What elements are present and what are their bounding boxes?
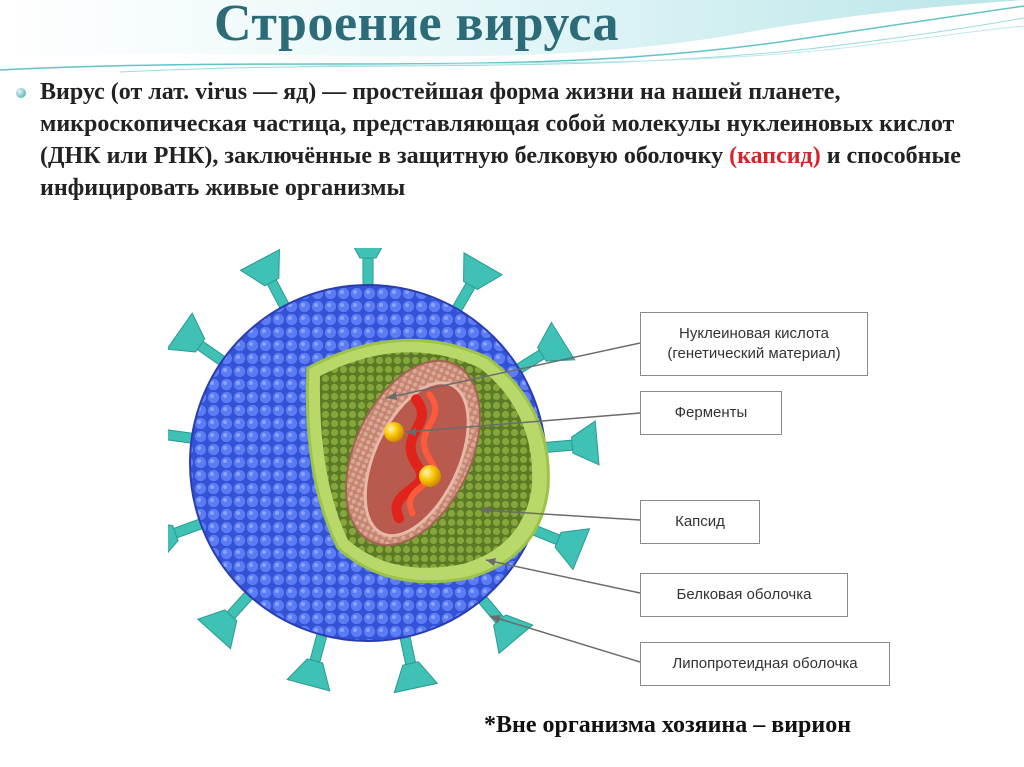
enzyme-ball (419, 465, 441, 487)
virus-illustration (136, 232, 641, 694)
label-nucleic-acid-line2: (генетический материал) (667, 345, 841, 362)
enzyme-ball (384, 422, 404, 442)
intro-highlight-capsid: (капсид) (729, 143, 821, 169)
intro-text-part1: Вирус (от лат. virus — яд) — простейшая … (40, 79, 955, 169)
label-nucleic-acid: Нуклеиновая кислота (генетический материа… (640, 312, 868, 376)
header-waves (0, 0, 1024, 73)
virus-diagram: Нуклеиновая кислота (генетический материа… (136, 232, 898, 708)
label-lipoprotein-envelope: Липопротеидная оболочка (640, 642, 890, 686)
label-capsid: Капсид (640, 500, 760, 544)
intro-paragraph: Вирус (от лат. virus — яд) — простейшая … (40, 76, 1010, 204)
nucleic-acid-strand (391, 394, 427, 524)
page-title: Строение вируса (214, 0, 619, 52)
pointer-lines (385, 342, 641, 663)
label-nucleic-acid-line1: Нуклеиновая кислота (678, 325, 829, 342)
capsid-shape (345, 359, 481, 547)
label-protein-shell: Белковая оболочка (640, 573, 848, 617)
footnote: *Вне организма хозяина – вирион (484, 712, 852, 738)
bullet-icon (16, 88, 26, 98)
intro-text-part2: и способные инфицировать живые организмы (40, 143, 961, 201)
label-enzymes: Ферменты (640, 391, 782, 435)
